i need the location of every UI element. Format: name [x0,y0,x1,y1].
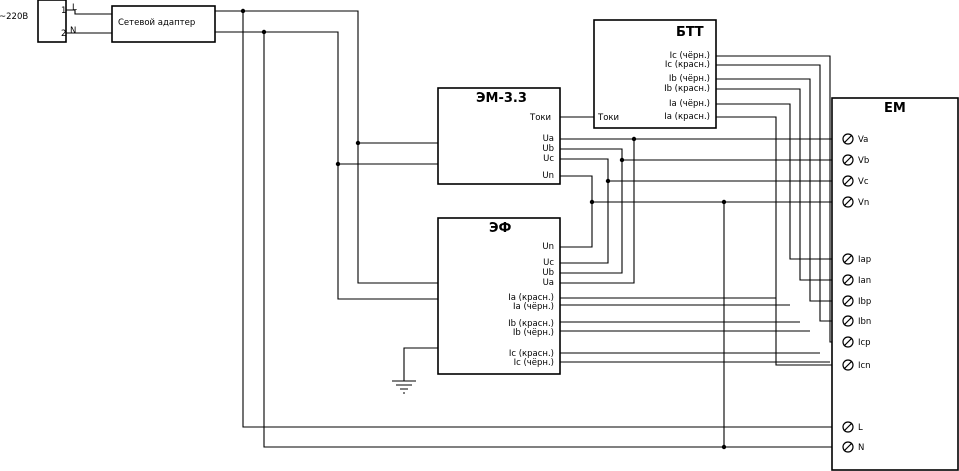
em-terminal-slash [843,176,853,186]
em33-title: ЭМ-3.3 [476,91,527,106]
em-terminal-slash [843,197,853,207]
em-terminal-label: N [858,443,864,453]
em33-block: ЭМ-3.3 Токи Ua Ub Uc Un [437,87,561,185]
em-terminal-label: Ibp [858,297,871,307]
wires [66,9,848,448]
em33-pin-ua: Ua [543,134,554,144]
em-terminal-label: Vc [858,177,869,187]
junctions [240,8,727,450]
em-terminal-slash [843,316,853,326]
ef-pin-uc: Uc [543,258,554,268]
em33-pin-un: Un [542,171,554,181]
adapter-block: Сетевой адаптер [111,5,216,43]
mains-pin2: 2 [61,29,66,39]
ef-pin-un: Un [542,242,554,252]
ef-pin-ib-black: Ib (чёрн.) [513,328,554,338]
btt-current: Токи [597,113,619,123]
btt-pin-6: Ia (красн.) [664,112,710,122]
em-terminal-slash [843,134,853,144]
em-terminal-slash [843,275,853,285]
em33-pin-ub: Ub [542,144,554,154]
ef-pin-ic-red: Ic (красн.) [509,349,554,359]
mains-L: L [72,3,77,13]
em-terminal-label: Ibn [858,317,871,327]
em-terminal-slash [843,337,853,347]
btt-pin-3: Ib (чёрн.) [669,74,710,84]
btt-block: БТТ Ic (чёрн.) Ic (красн.) Ib (чёрн.) Ib… [593,19,717,129]
em-terminal-slash [843,254,853,264]
btt-pin-1: Ic (чёрн.) [670,51,710,61]
em-terminal-label: Vb [858,156,869,166]
ef-title: ЭФ [489,221,512,236]
btt-pin-2: Ic (красн.) [665,60,710,70]
adapter-label: Сетевой адаптер [118,18,195,28]
mains-pin1: 1 [61,6,66,16]
em-terminal-label: Iap [858,255,871,265]
em-title: ЕМ [884,101,906,116]
em-terminal-slash [843,422,853,432]
em-terminal-slash [843,155,853,165]
em-terminal-label: Icn [858,361,871,371]
ef-block: ЭФ Un Uc Ub Ua Ia (красн.) Ia (чёрн.) Ib… [437,217,561,375]
btt-pin-4: Ib (красн.) [664,84,710,94]
em-terminal-label: Icp [858,338,871,348]
ef-pin-ic-black: Ic (чёрн.) [514,358,554,368]
em-terminal-label: L [858,423,863,433]
ef-pin-ua: Ua [543,278,554,288]
em-terminal-slash [843,296,853,306]
ef-pin-ib-red: Ib (красн.) [508,319,554,329]
mains-N: N [70,26,76,36]
em-terminal-label: Ian [858,276,871,286]
btt-pin-5: Ia (чёрн.) [669,99,710,109]
em33-current: Токи [529,113,551,123]
em-terminal-label: Va [858,135,868,145]
ef-pin-ia-red: Ia (красн.) [508,293,554,303]
mains-block: ~220В 1 2 L N [0,0,77,43]
em-terminal-label: Vn [858,198,869,208]
em-terminal-slash [843,442,853,452]
ef-pin-ub: Ub [542,268,554,278]
em-terminal-slash [843,360,853,370]
btt-title: БТТ [676,25,704,40]
em33-pin-uc: Uc [543,154,554,164]
mains-label: ~220В [0,12,28,22]
ef-pin-ia-black: Ia (чёрн.) [513,302,554,312]
